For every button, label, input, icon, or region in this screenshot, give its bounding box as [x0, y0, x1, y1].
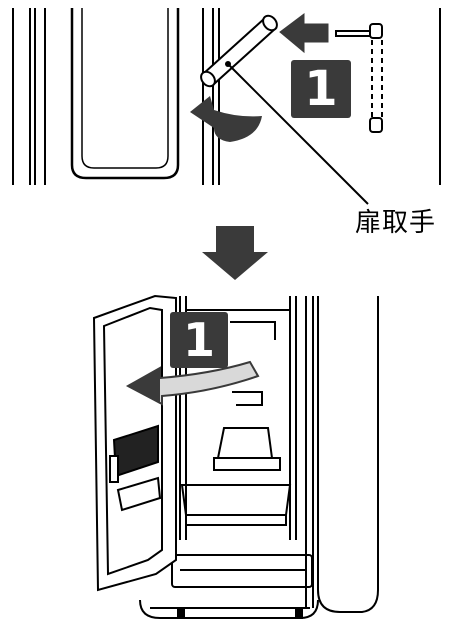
top-door-closeup: [12, 8, 441, 185]
push-arrow-icon: [279, 13, 329, 54]
handle-part: [335, 23, 383, 133]
callout-leader: [227, 63, 369, 205]
door-handle: [200, 14, 278, 88]
door-handle-label: 扉取手: [355, 208, 437, 238]
open-door: [92, 294, 177, 592]
down-arrow-icon: [202, 226, 268, 280]
rotate-arrow-icon: [190, 96, 262, 142]
step-badge-bottom: 1: [170, 312, 228, 368]
step-badge-top: 1: [291, 60, 351, 118]
